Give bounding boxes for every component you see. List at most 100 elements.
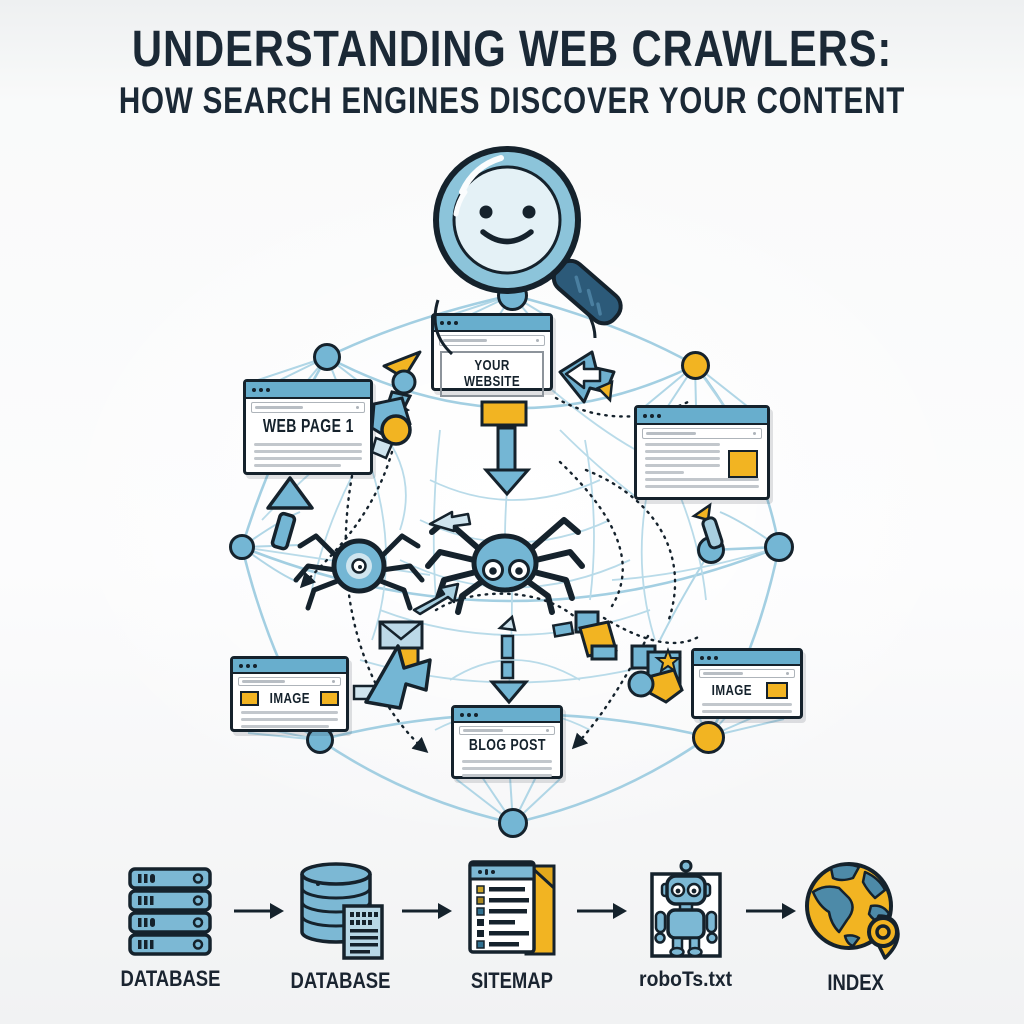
pipeline-step-label: INDEX: [827, 970, 885, 995]
text-line: [645, 457, 721, 460]
globe-location-pin-icon: [805, 862, 900, 960]
small-arrow-icon: [428, 510, 472, 533]
title-block: UNDERSTANDING WEB CRAWLERS: HOW SEARCH E…: [0, 22, 1024, 122]
smiley-eye-icon: [479, 205, 493, 219]
window-dot-icon: [259, 387, 263, 392]
window-image-right: IMAGE: [691, 648, 803, 719]
small-arrow-icon: [412, 582, 460, 616]
window-dot-icon: [474, 712, 478, 717]
big-cursor-arrow-icon: [352, 620, 432, 710]
pipeline-step-sitemap: SITEMAP: [427, 858, 597, 994]
text-line: [645, 478, 759, 481]
window-web-page-1: WEB PAGE 1: [243, 379, 373, 475]
tag-icon: [551, 617, 607, 642]
window-dot-icon: [246, 663, 250, 668]
smiley-eye-icon: [522, 205, 536, 219]
folder-icon: [574, 610, 618, 661]
web-node: [498, 808, 528, 838]
text-line: [645, 485, 759, 488]
window-label: WEB PAGE 1: [262, 416, 354, 436]
web-node: [229, 534, 255, 560]
image-placeholder: [728, 450, 758, 478]
window-dot-icon: [460, 712, 464, 717]
dashed-down-arrow-icon: [488, 614, 530, 705]
url-bar: [251, 402, 365, 413]
image-placeholder: [239, 691, 259, 706]
pipeline-step-label: DATABASE: [290, 968, 390, 993]
image-placeholder: [320, 691, 340, 706]
text-line: [645, 450, 721, 453]
database-cylinder-icon: [300, 862, 384, 960]
page-title: UNDERSTANDING WEB CRAWLERS:: [131, 20, 893, 77]
window-label: BLOG POST: [468, 737, 546, 754]
window-dot-icon: [467, 712, 471, 717]
star-cluster-icon: [627, 644, 684, 704]
url-bar: [699, 669, 795, 678]
flow-arrow-icon: [234, 903, 284, 919]
url-bar: [642, 428, 762, 439]
web-node: [697, 536, 725, 564]
text-line: [645, 464, 721, 467]
pipeline-step-database-servers: DATABASE: [85, 866, 255, 992]
paper-plane-icon: [382, 350, 422, 418]
window-label: YOUR WEBSITE: [463, 356, 521, 390]
browser-titlebar: [694, 651, 800, 666]
web-node: [313, 343, 341, 371]
window-dot-icon: [253, 663, 257, 668]
star-icon: [654, 647, 682, 674]
window-dot-icon: [447, 321, 451, 325]
url-bar: [459, 726, 555, 735]
window-dot-icon: [252, 387, 256, 392]
indexing-pipeline: DATABASE DATABASE: [0, 848, 1024, 1018]
pentagon-cluster-icon: [370, 396, 412, 460]
window-dot-icon: [714, 655, 718, 660]
browser-titlebar: [246, 382, 370, 399]
crawler-spider-icon: [425, 517, 585, 615]
window-dot-icon: [239, 663, 243, 668]
smiley-smile-icon: [480, 229, 534, 245]
window-image-left: IMAGE: [230, 656, 349, 732]
window-article-page: [634, 405, 770, 500]
browser-titlebar: [434, 316, 550, 332]
robot-icon: [650, 860, 722, 958]
web-node: [764, 532, 794, 562]
web-node: [497, 280, 528, 311]
flow-arrow-icon: [746, 903, 796, 919]
flow-arrow-icon: [402, 903, 452, 919]
pipeline-step-label: roboTs.txt: [639, 968, 733, 991]
browser-titlebar: [637, 408, 767, 425]
pipeline-step-index: INDEX: [771, 858, 941, 996]
crawler-spider-round-icon: [293, 533, 425, 611]
window-dot-icon: [657, 413, 661, 418]
text-line: [254, 464, 341, 467]
url-bar: [439, 335, 545, 346]
cursor-double-arrow-icon: [558, 350, 616, 404]
page-subtitle: HOW SEARCH ENGINES DISCOVER YOUR CONTENT: [118, 79, 906, 121]
text-line: [462, 774, 552, 777]
window-dot-icon: [707, 655, 711, 660]
window-your-website: YOUR WEBSITE: [431, 313, 553, 397]
image-placeholder: [765, 682, 788, 699]
sitemap-document-icon: [468, 860, 556, 956]
page-frame: YOUR WEBSITE: [440, 351, 544, 397]
up-arrow-icon: [266, 476, 314, 551]
browser-titlebar: [454, 708, 560, 723]
window-blog-post: BLOG POST: [451, 705, 563, 779]
text-line: [241, 725, 330, 728]
window-dot-icon: [700, 655, 704, 660]
window-label: IMAGE: [269, 690, 310, 707]
text-line: [241, 718, 338, 721]
text-line: [462, 767, 552, 770]
text-line: [254, 457, 362, 460]
url-bar: [238, 677, 341, 686]
text-line: [241, 711, 338, 714]
pipeline-step-database-cylinder: DATABASE: [255, 860, 425, 994]
window-dot-icon: [454, 321, 458, 325]
server-stack-icon: [128, 867, 212, 956]
window-dot-icon: [650, 413, 654, 418]
down-arrow-icon: [480, 400, 532, 497]
location-pin-icon: [867, 914, 900, 960]
text-line: [462, 760, 552, 763]
browser-titlebar: [233, 659, 346, 674]
